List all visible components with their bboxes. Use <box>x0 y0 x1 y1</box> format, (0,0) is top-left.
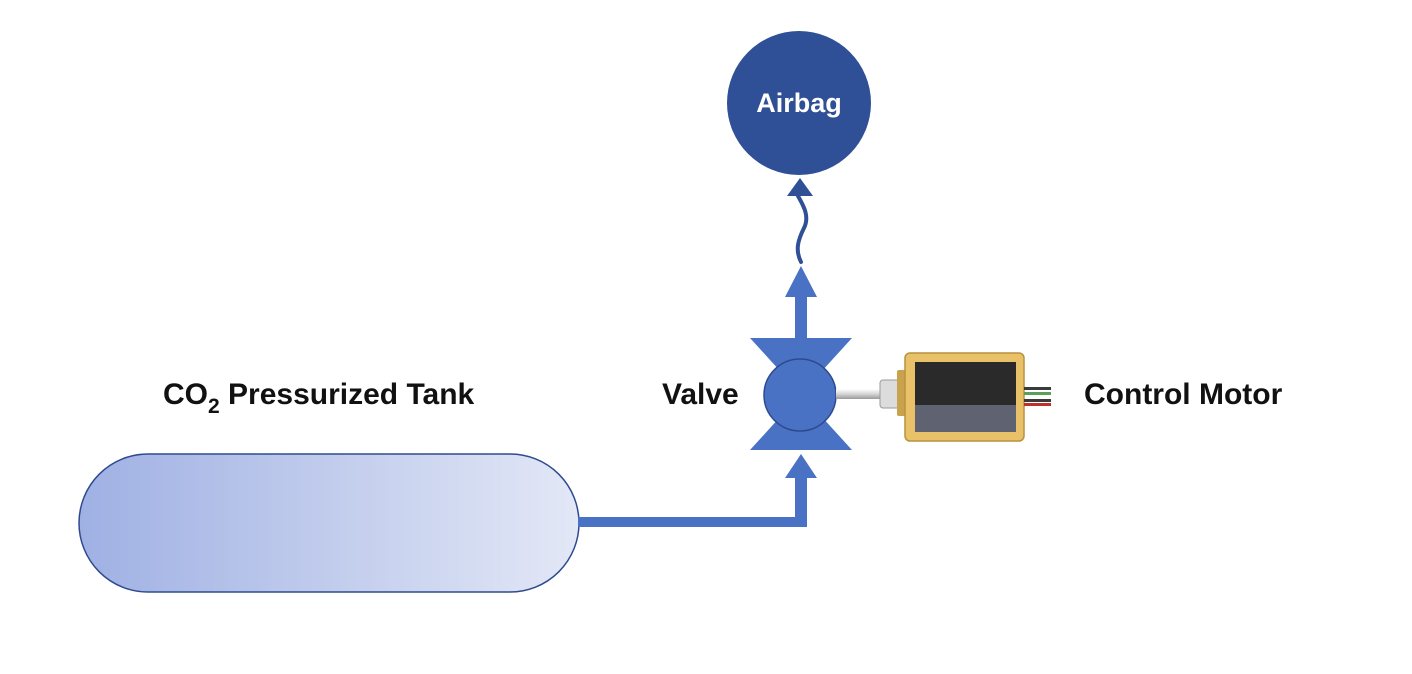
tank-label: CO2 Pressurized Tank <box>163 378 475 418</box>
co2-tank <box>78 453 580 593</box>
tank-label-subscript: 2 <box>208 395 220 418</box>
solenoid-motor-icon <box>904 352 1051 442</box>
airbag-balloon-icon: Airbag <box>727 31 871 175</box>
motor-shaft <box>836 389 898 399</box>
gas-tank-icon <box>78 453 580 593</box>
tank-label-suffix: Pressurized Tank <box>220 378 475 411</box>
arrow-up-icon <box>785 454 817 478</box>
valve-label: Valve <box>662 378 739 411</box>
valve-icon <box>750 338 852 450</box>
control-motor-label: Control Motor <box>1084 378 1283 411</box>
pipe-tank-to-valve <box>578 454 817 527</box>
pipe-valve-to-airbag <box>785 266 817 342</box>
airbag-label: Airbag <box>756 88 842 118</box>
arrow-up-icon <box>785 266 817 297</box>
airbag-tether <box>795 194 809 264</box>
tank-label-prefix: CO <box>163 378 208 411</box>
airbag-knot <box>787 178 813 196</box>
